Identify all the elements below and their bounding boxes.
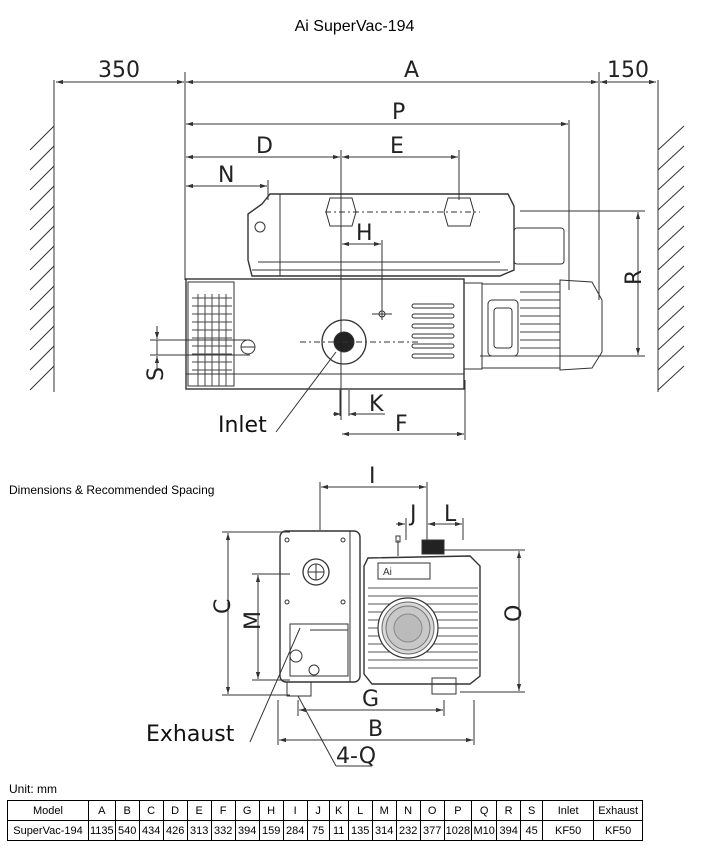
data-cell: 284 [282, 820, 308, 841]
dim-label-s: S [144, 367, 169, 381]
data-cell: 332 [210, 820, 236, 841]
header-cell: J [306, 800, 330, 821]
header-cell: G [234, 800, 260, 821]
data-cell: 232 [395, 820, 421, 841]
data-cell: KF50 [593, 820, 644, 841]
dim-label-i: I [369, 464, 376, 489]
dim-label-d: D [256, 134, 273, 159]
spec-data-row: SuperVac-194 1135 540 434 426 313 332 39… [7, 820, 644, 841]
header-cell: K [328, 800, 349, 821]
exhaust-label: Exhaust [146, 722, 235, 747]
data-cell: 159 [258, 820, 284, 841]
data-cell: 314 [371, 820, 397, 841]
dim-label-a: A [404, 58, 419, 83]
data-cell: 377 [419, 820, 445, 841]
data-cell: 75 [306, 820, 330, 841]
data-cell: SuperVac-194 [7, 820, 89, 841]
data-cell: 45 [520, 820, 544, 841]
data-cell: 394 [496, 820, 522, 841]
header-cell: B [114, 800, 140, 821]
data-cell: M10 [471, 820, 498, 841]
dim-label-b: B [368, 717, 383, 742]
side-view [222, 482, 525, 767]
data-cell: 1028 [443, 820, 473, 841]
data-cell: 434 [138, 820, 164, 841]
top-view-labels: 350 150 A P D E N H R S K F Inlet [98, 58, 649, 438]
header-cell: R [496, 800, 522, 821]
header-cell: I [282, 800, 308, 821]
dim-label-p: P [392, 100, 405, 125]
header-cell: Q [471, 800, 498, 821]
header-cell: Exhaust [593, 800, 644, 821]
header-cell: D [162, 800, 188, 821]
grille [192, 294, 232, 386]
data-cell: 394 [234, 820, 260, 841]
header-cell: S [520, 800, 544, 821]
dim-label-n: N [218, 163, 234, 188]
header-cell: Inlet [542, 800, 595, 821]
dim-label-e: E [390, 134, 404, 159]
data-cell: 1135 [88, 820, 116, 841]
side-view-labels: I J L C M O G B Exhaust 4-Q Ai [146, 464, 527, 769]
caption: Dimensions & Recommended Spacing [9, 483, 215, 497]
header-cell: L [347, 800, 373, 821]
inlet-label: Inlet [218, 413, 267, 438]
dim-label-k: K [369, 392, 384, 417]
dim-label-c: C [211, 599, 236, 614]
dim-label-f: F [395, 412, 408, 437]
unit-label: Unit: mm [9, 782, 57, 796]
header-cell: N [395, 800, 421, 821]
header-cell: P [443, 800, 473, 821]
spec-table: Model A B C D E F G H I J K L M N O P Q … [7, 800, 644, 841]
dim-label-o: O [502, 605, 527, 622]
spacing-left-label: 350 [98, 58, 140, 83]
vent-slots [411, 303, 455, 359]
header-cell: Model [7, 800, 89, 821]
dim-label-r: R [622, 270, 647, 285]
spec-header-row: Model A B C D E F G H I J K L M N O P Q … [7, 800, 644, 821]
header-cell: A [88, 800, 116, 821]
drawing: 350 150 A P D E N H R S K F Inlet [29, 58, 685, 769]
data-cell: KF50 [542, 820, 595, 841]
diagram-title: Ai SuperVac-194 [294, 18, 415, 35]
data-cell: 426 [162, 820, 188, 841]
dim-label-m: M [241, 611, 266, 630]
header-cell: C [138, 800, 164, 821]
header-cell: H [258, 800, 284, 821]
dim-label-l: L [444, 502, 457, 527]
data-cell: 540 [114, 820, 140, 841]
data-cell: 135 [347, 820, 373, 841]
data-cell: 313 [186, 820, 212, 841]
header-cell: E [186, 800, 212, 821]
dim-label-j: J [408, 502, 417, 527]
header-cell: F [210, 800, 236, 821]
dim-label-h: H [356, 221, 373, 246]
top-view [29, 72, 685, 440]
dim-label-g: G [362, 687, 379, 712]
nameplate-logo: Ai [383, 567, 392, 578]
header-cell: O [419, 800, 445, 821]
data-cell: 11 [328, 820, 349, 841]
right-wall [657, 80, 685, 392]
left-wall [29, 80, 55, 392]
header-cell: M [371, 800, 397, 821]
spacing-right-label: 150 [607, 58, 649, 83]
feet-label: 4-Q [336, 744, 376, 769]
